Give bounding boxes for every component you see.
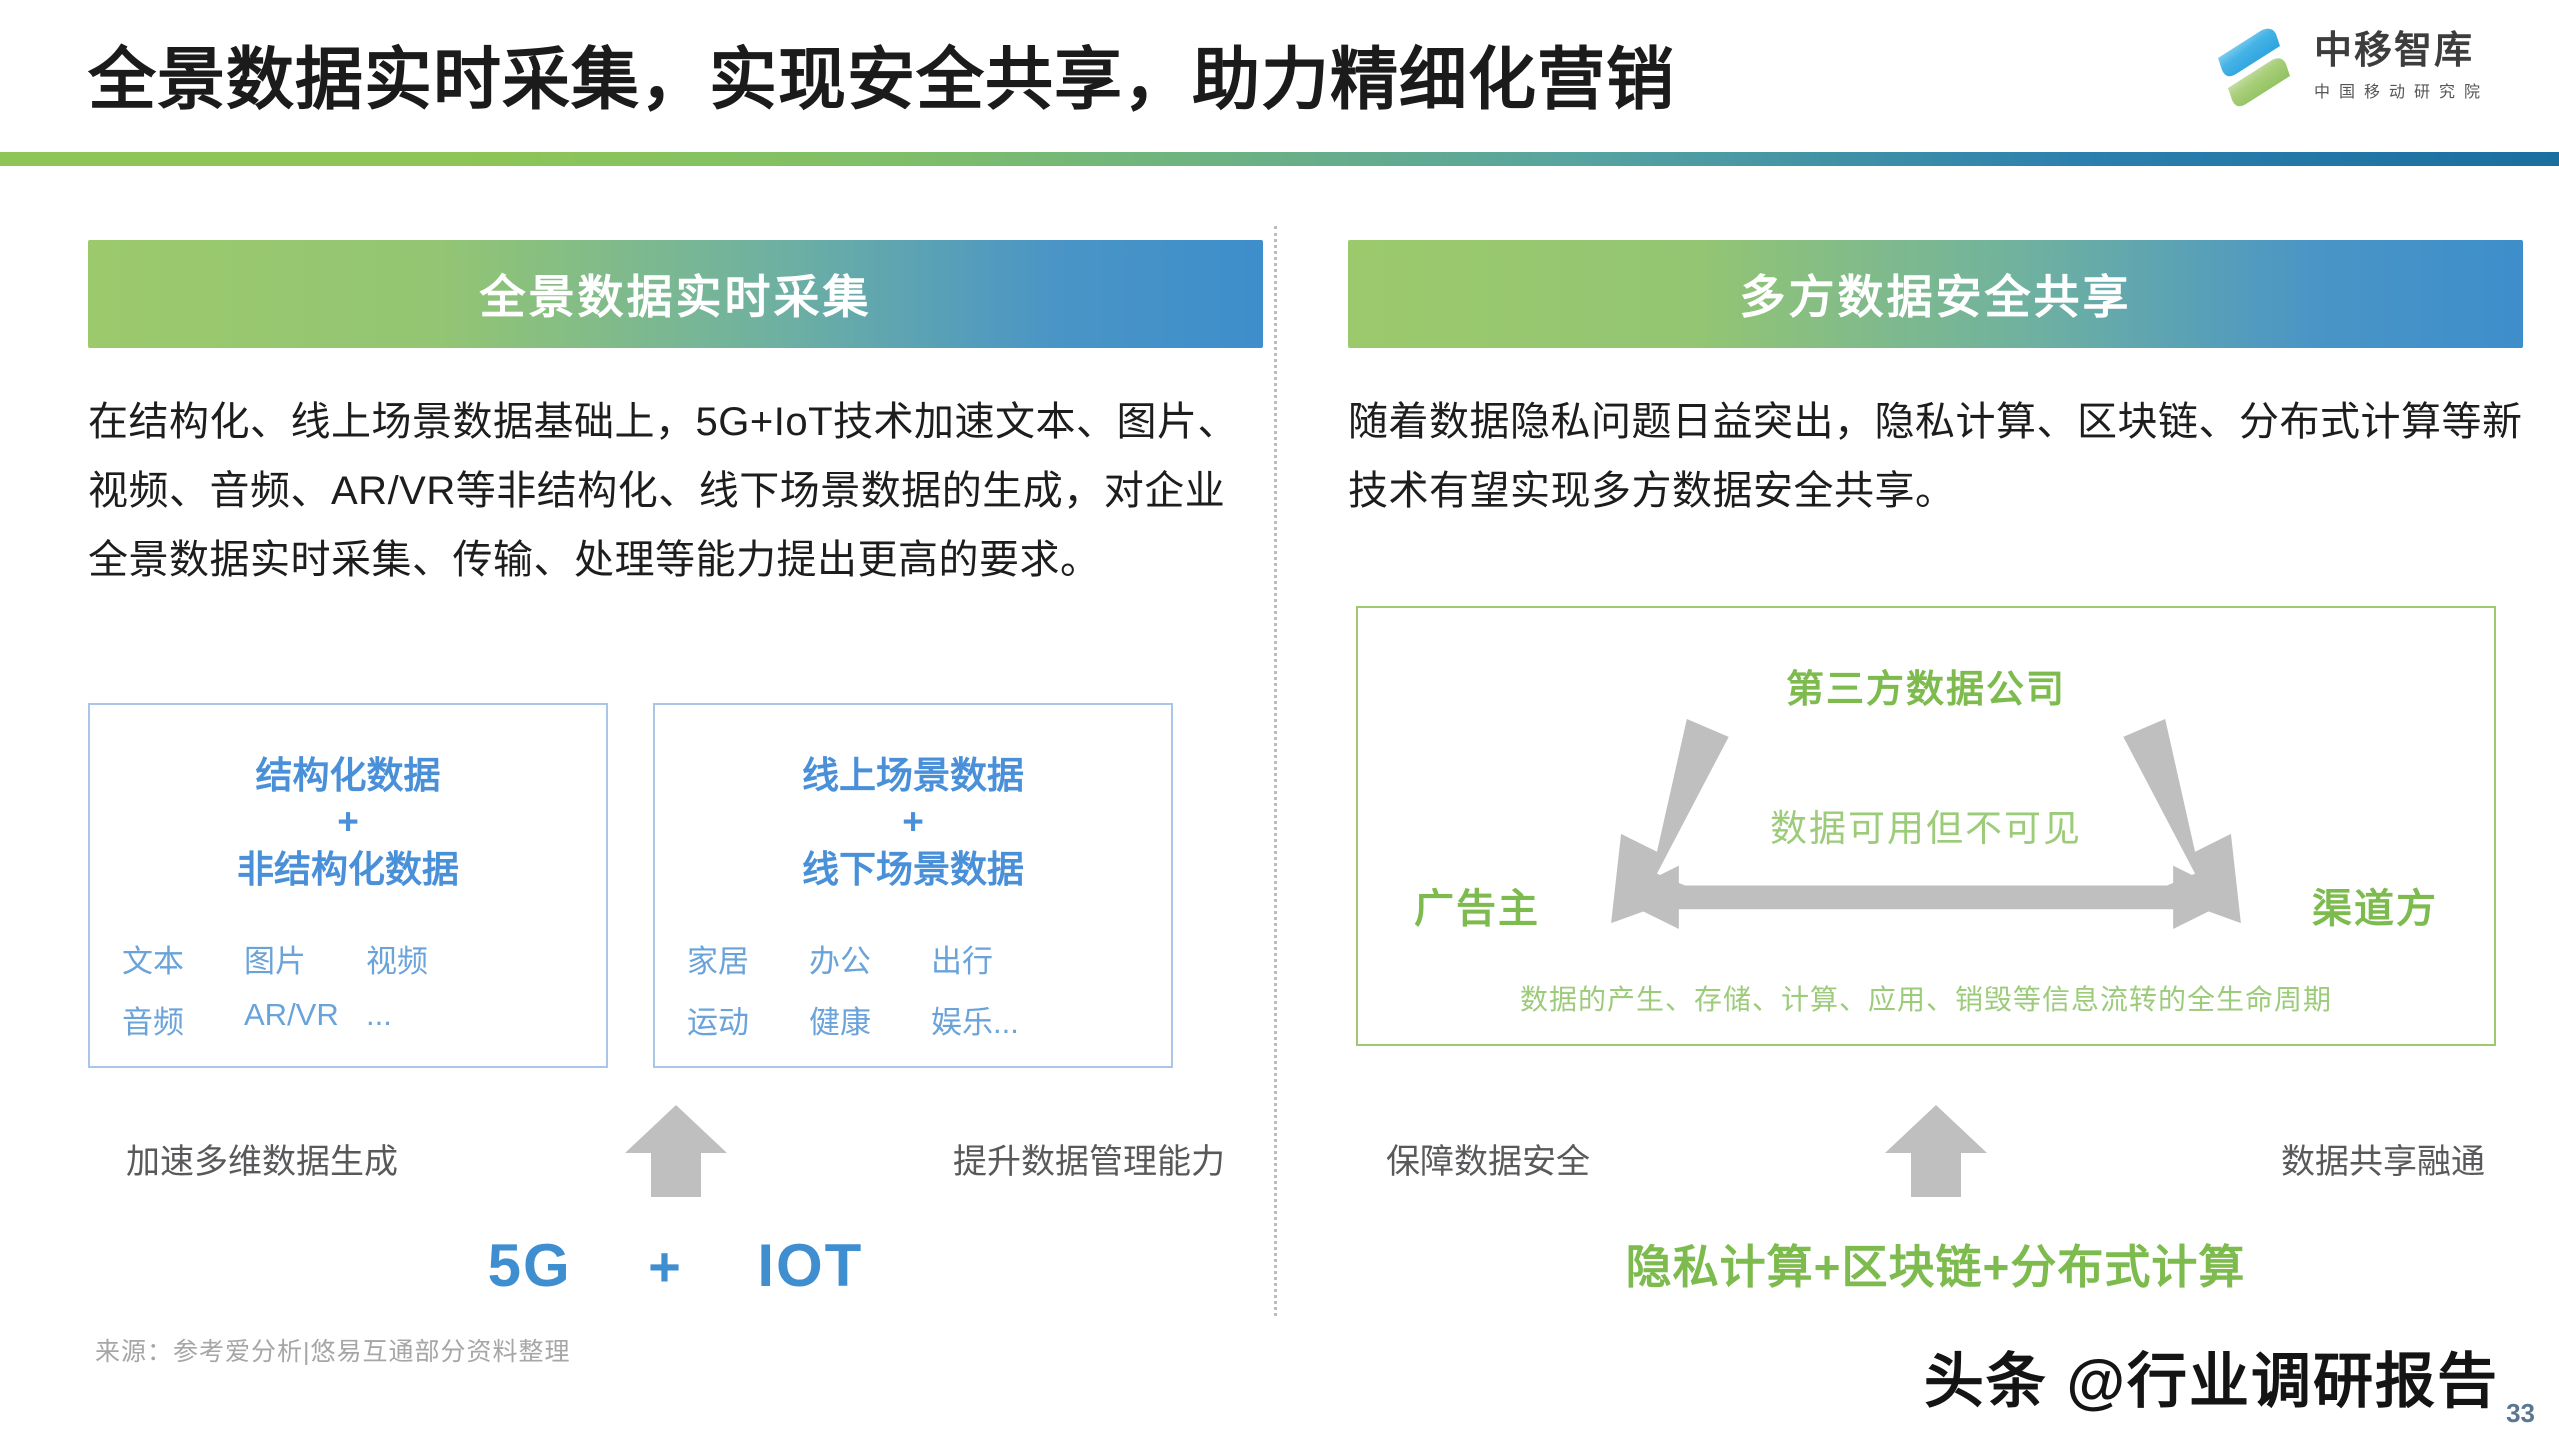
box-title-top: 结构化数据 (255, 755, 441, 796)
right-panel: 多方数据安全共享 随着数据隐私问题日益突出，隐私计算、区块链、分布式计算等新技术… (1348, 166, 2523, 1293)
page-title: 全景数据实时采集，实现安全共享，助力精细化营销 (88, 42, 1676, 118)
tag-grid: 文本 图片 视频 音频 AR/VR ... (122, 936, 574, 1058)
right-arrow-row: 保障数据安全 数据共享融通 (1348, 1101, 2523, 1206)
left-arrow-caption-right: 提升数据管理能力 (953, 1143, 1225, 1181)
page-number: 33 (2506, 1398, 2535, 1428)
left-panel-header: 全景数据实时采集 (88, 240, 1263, 348)
tag-item: 音频 (122, 1004, 184, 1040)
tech-label-iot: IOT (757, 1232, 864, 1299)
content-columns: 全景数据实时采集 在结构化、线上场景数据基础上，5G+IoT技术加速文本、图片、… (0, 166, 2559, 1440)
box-plus-sign: + (902, 801, 924, 843)
watermark-text: 头条 @行业调研报告 (1923, 1348, 2499, 1415)
logo-name: 中移智库 (2313, 30, 2474, 73)
logo-subtitle: 中国移动研究院 (2313, 83, 2489, 101)
tag-item: 家居 (687, 943, 749, 979)
right-panel-header: 多方数据安全共享 (1348, 240, 2523, 348)
logo-text-block: 中移智库 中国移动研究院 (2313, 30, 2489, 102)
brand-logo: 中移智库 中国移动研究院 (2210, 24, 2489, 110)
tech-label-privacy-stack: 隐私计算+区块链+分布式计算 (1625, 1241, 2246, 1293)
data-box-scene: 线上场景数据 + 线下场景数据 家居 办公 出行 运动 健康 娱乐... (653, 703, 1173, 1068)
box-title-top: 线上场景数据 (802, 755, 1024, 796)
box-plus-sign: + (337, 801, 359, 843)
data-sharing-triangle-diagram: 第三方数据公司 数据可用但不可见 广告主 渠道方 数据的产生、存储、计算、应用、… (1356, 606, 2496, 1046)
diagram-node-top: 第三方数据公司 (1785, 669, 2066, 711)
tag-item: 图片 (244, 943, 306, 979)
tech-plus-sign: + (648, 1235, 681, 1298)
box-title-bottom: 线下场景数据 (802, 848, 1024, 890)
right-arrow-caption-left: 保障数据安全 (1386, 1143, 1590, 1181)
up-arrow-icon (621, 1101, 731, 1201)
left-arrow-row: 加速多维数据生成 提升数据管理能力 (88, 1101, 1263, 1206)
data-box-structured: 结构化数据 + 非结构化数据 文本 图片 视频 音频 AR/VR ... (88, 703, 608, 1068)
left-tech-row: 5G + IOT (88, 1231, 1263, 1300)
tag-item: 娱乐... (931, 1004, 1019, 1040)
left-data-box-row: 结构化数据 + 非结构化数据 文本 图片 视频 音频 AR/VR ... 线上场… (88, 703, 1263, 1068)
up-arrow-icon (1881, 1101, 1991, 1201)
header-divider-rule (0, 152, 2559, 166)
column-divider (1274, 226, 1277, 1316)
right-tech-row: 隐私计算+区块链+分布式计算 (1348, 1231, 2523, 1297)
tech-label-5g: 5G (487, 1232, 572, 1299)
tag-grid: 家居 办公 出行 运动 健康 娱乐... (687, 936, 1139, 1058)
left-panel-heading: 全景数据实时采集 (479, 271, 872, 323)
tag-item: ... (366, 996, 392, 1032)
box-title-bottom: 非结构化数据 (237, 848, 459, 890)
source-note: 来源：参考爱分析|悠易互通部分资料整理 (95, 1338, 571, 1366)
right-panel-heading: 多方数据安全共享 (1739, 271, 2132, 323)
diagram-node-left: 广告主 (1414, 887, 1540, 931)
left-arrow-caption-left: 加速多维数据生成 (126, 1143, 398, 1181)
tag-item: 运动 (687, 1004, 749, 1040)
double-ribbon-logo-icon (2210, 24, 2296, 110)
right-arrow-caption-right: 数据共享融通 (2281, 1143, 2485, 1181)
tag-item: 健康 (809, 1004, 871, 1040)
left-panel: 全景数据实时采集 在结构化、线上场景数据基础上，5G+IoT技术加速文本、图片、… (88, 166, 1263, 1299)
right-panel-paragraph: 随着数据隐私问题日益突出，隐私计算、区块链、分布式计算等新技术有望实现多方数据安… (1348, 400, 2523, 513)
left-panel-paragraph: 在结构化、线上场景数据基础上，5G+IoT技术加速文本、图片、视频、音频、AR/… (88, 400, 1239, 582)
diagram-footer-label: 数据的产生、存储、计算、应用、销毁等信息流转的全生命周期 (1519, 984, 2332, 1015)
tag-item: 出行 (931, 943, 993, 979)
diagram-center-label: 数据可用但不可见 (1770, 808, 2082, 849)
diagram-node-right: 渠道方 (2312, 887, 2438, 931)
tag-item: 视频 (366, 943, 428, 979)
triangle-arrows-icon (1611, 718, 2241, 930)
tag-item: AR/VR (244, 996, 339, 1032)
tag-item: 办公 (809, 943, 871, 979)
slide-header: 全景数据实时采集，实现安全共享，助力精细化营销 (0, 0, 2559, 166)
tag-item: 文本 (122, 943, 184, 979)
